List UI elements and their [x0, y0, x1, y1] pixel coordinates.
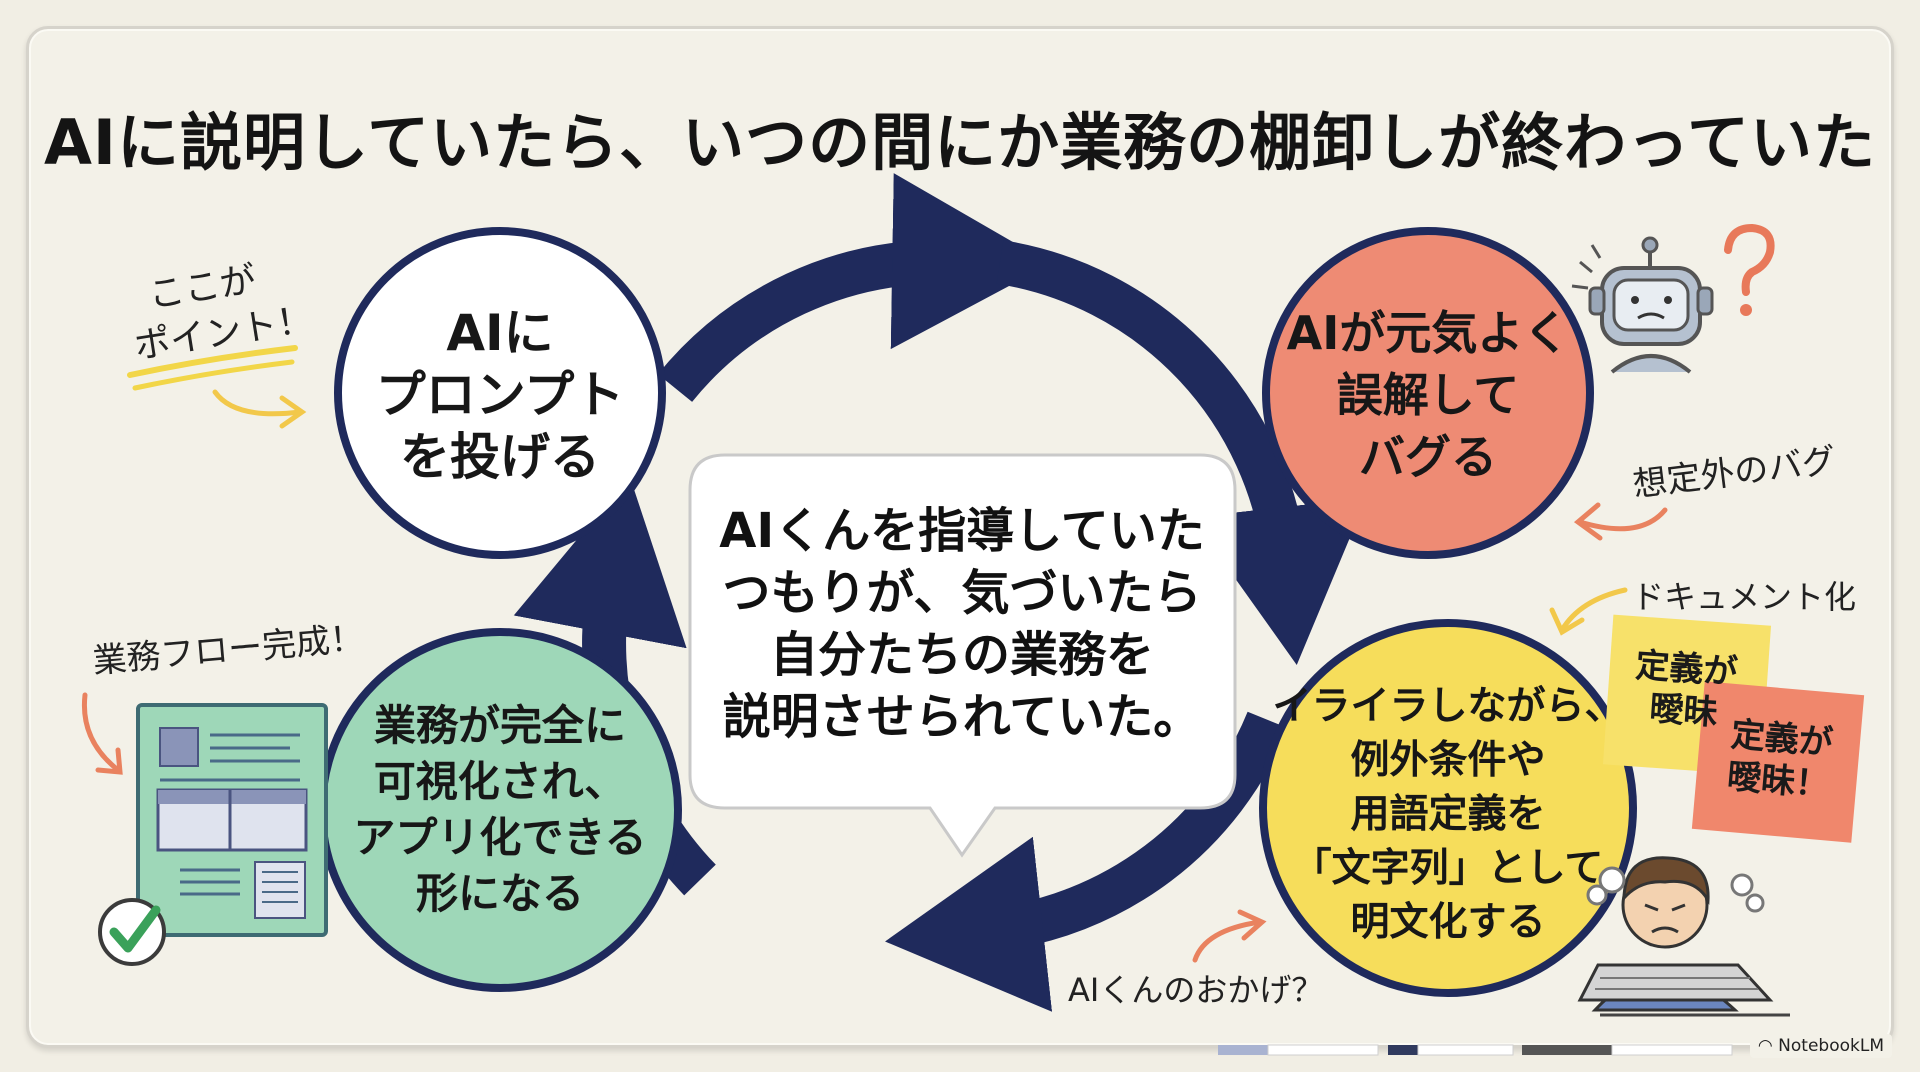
arrow-top: [657, 173, 1051, 402]
center-speech-bubble: [688, 453, 1237, 858]
step-text-visualize: 業務が完全に 可視化され、 アプリ化できる 形になる: [353, 701, 647, 918]
highlight-underline: [127, 345, 298, 378]
notebooklm-logo-icon: ◠: [1757, 1036, 1779, 1056]
sticky-note-orange-text: 定義が 曖昧！: [1725, 714, 1835, 806]
brand-watermark: ◠ NotebookLM: [1749, 1034, 1892, 1058]
step-text-prompt: AIに プロンプト を投げる: [375, 304, 625, 486]
flow-arrow: [81, 692, 121, 773]
frustrated-person-icon: [1577, 856, 1790, 1017]
sticky-note-orange: [1691, 681, 1865, 843]
step-text-document: イライラしながら、 例外条件や 用語定義を 「文字列」として 明文化する: [1272, 684, 1624, 945]
doc-arrow: [1559, 587, 1628, 633]
step-text-bug: AIが元気よく 誤解して バグる: [1286, 306, 1570, 484]
check-icon: [98, 898, 166, 966]
annotation-ai-thanks: AIくんのおかげ？: [1068, 971, 1324, 1009]
center-bubble-text: AIくんを指導していた つもりが、気づいたら 自分たちの業務を 説明させられてい…: [719, 503, 1205, 745]
arrow-right: [996, 240, 1367, 665]
point-arrow: [212, 389, 303, 417]
bottom-toolbar: [1218, 1044, 1733, 1056]
page-title: AIに説明していたら、いつの間にか業務の棚卸しが終わっていた: [43, 106, 1877, 179]
step-circle-bug: [1262, 227, 1594, 559]
arrow-bottom: [885, 711, 1289, 1012]
annotation-documentation: ドキュメント化: [1632, 578, 1857, 616]
bug-arrow: [1577, 507, 1668, 532]
thanks-arrow: [1192, 919, 1263, 963]
step-circle-prompt: [334, 227, 666, 559]
question-mark-icon: [1724, 223, 1775, 316]
step-circle-document: [1259, 619, 1637, 997]
document-icon: [136, 703, 328, 937]
robot-icon: [1571, 236, 1714, 374]
